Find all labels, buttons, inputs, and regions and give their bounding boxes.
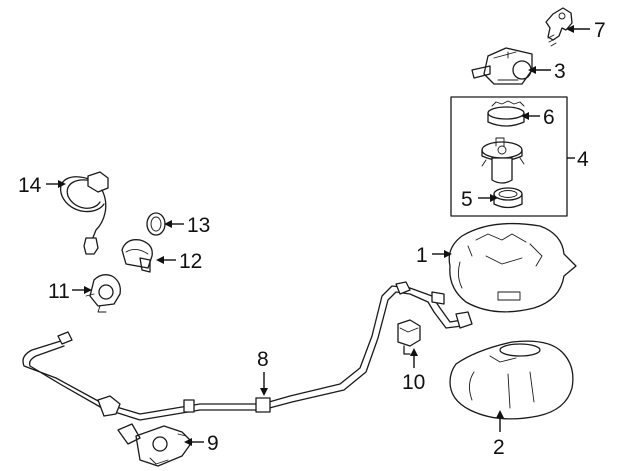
part-2-fuel-tank-lower [449,340,574,420]
callout-8: 8 [257,348,269,371]
part-14-level-sensor [60,171,109,255]
part-9-bracket [117,423,193,467]
part-4-pump-assembly [481,137,525,184]
part-10-valve [397,319,421,355]
callout-3: 3 [554,60,566,83]
part-11-valve [85,274,121,313]
callout-13: 13 [187,214,210,237]
callout-14: 14 [18,174,42,197]
callout-1: 1 [416,244,428,267]
callout-arrows [46,25,590,446]
callout-4: 4 [577,148,589,171]
part-7-sensor [545,7,573,47]
part-8-fuel-line [22,281,473,421]
callout-labels: 7 3 6 4 5 1 2 8 9 10 11 12 13 14 [18,19,606,459]
part-13-seal-ring [146,212,166,236]
part-3-control-module [471,47,533,85]
callout-7: 7 [594,19,606,42]
callout-2: 2 [493,436,505,459]
callout-6: 6 [543,106,555,129]
part-12-flange [121,239,153,273]
callout-5: 5 [461,188,473,211]
callout-12: 12 [179,250,202,273]
callout-9: 9 [207,432,219,455]
callout-11: 11 [48,280,70,303]
part-6-lock-ring [487,100,525,127]
part-5-seal [493,187,523,209]
callout-10: 10 [402,371,425,394]
part-1-fuel-tank [448,222,577,313]
part-4-group-box [450,96,568,217]
